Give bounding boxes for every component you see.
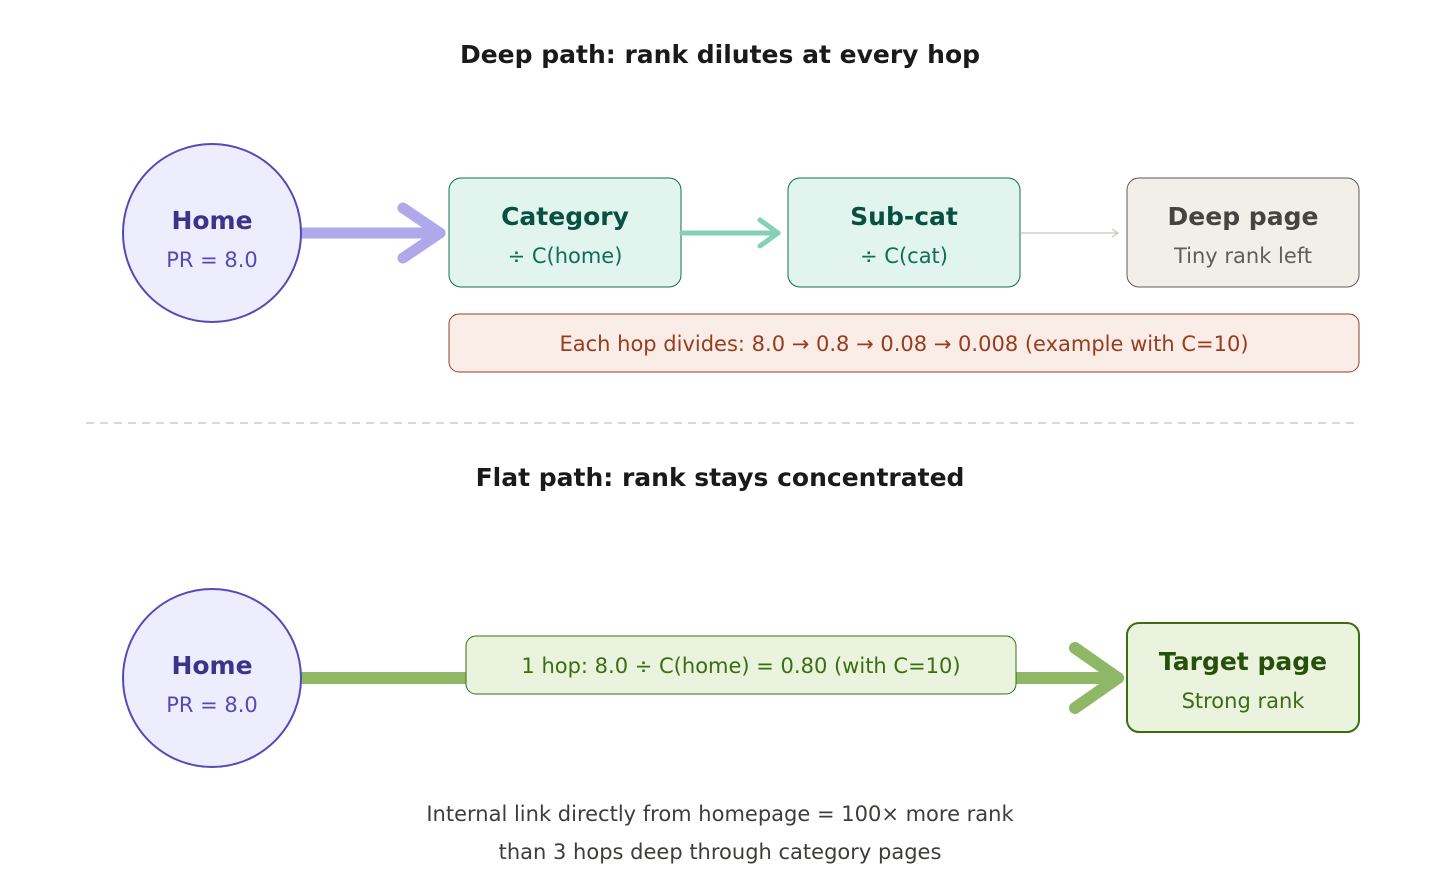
dilution-note: Each hop divides: 8.0 → 0.8 → 0.08 → 0.0… bbox=[448, 313, 1360, 373]
category-subtitle: ÷ C(home) bbox=[508, 244, 623, 268]
target-page-title: Target page bbox=[1159, 647, 1327, 676]
subcat-title: Sub-cat bbox=[850, 202, 958, 231]
flat-home-node: Home PR = 8.0 bbox=[122, 588, 302, 768]
arrow-subcat-to-deep-page bbox=[1021, 228, 1120, 238]
dilution-note-text: Each hop divides: 8.0 → 0.8 → 0.08 → 0.0… bbox=[559, 332, 1248, 356]
caption-line-1: Internal link directly from homepage = 1… bbox=[426, 802, 1014, 826]
flat-edge-label: 1 hop: 8.0 ÷ C(home) = 0.80 (with C=10) bbox=[465, 635, 1017, 695]
flat-home-title: Home bbox=[171, 651, 252, 680]
deep-page-node: Deep page Tiny rank left bbox=[1126, 177, 1360, 288]
subcat-node: Sub-cat ÷ C(cat) bbox=[787, 177, 1021, 288]
deep-path-title: Deep path: rank dilutes at every hop bbox=[460, 40, 980, 69]
subcat-subtitle: ÷ C(cat) bbox=[860, 244, 948, 268]
deep-home-pr: PR = 8.0 bbox=[166, 248, 258, 272]
target-page-subtitle: Strong rank bbox=[1182, 689, 1306, 713]
flat-home-pr: PR = 8.0 bbox=[166, 693, 258, 717]
deep-home-title: Home bbox=[171, 206, 252, 235]
deep-home-node: Home PR = 8.0 bbox=[122, 143, 302, 323]
category-node: Category ÷ C(home) bbox=[448, 177, 682, 288]
caption-line-2: than 3 hops deep through category pages bbox=[499, 840, 942, 864]
flat-path-title: Flat path: rank stays concentrated bbox=[476, 463, 965, 492]
arrow-category-to-subcat bbox=[679, 217, 781, 249]
flat-edge-label-text: 1 hop: 8.0 ÷ C(home) = 0.80 (with C=10) bbox=[521, 654, 960, 678]
deep-page-title: Deep page bbox=[1168, 202, 1319, 231]
target-page-node: Target page Strong rank bbox=[1126, 622, 1360, 733]
category-title: Category bbox=[501, 202, 629, 231]
deep-page-subtitle: Tiny rank left bbox=[1173, 244, 1312, 268]
arrow-home-to-category bbox=[294, 202, 446, 264]
